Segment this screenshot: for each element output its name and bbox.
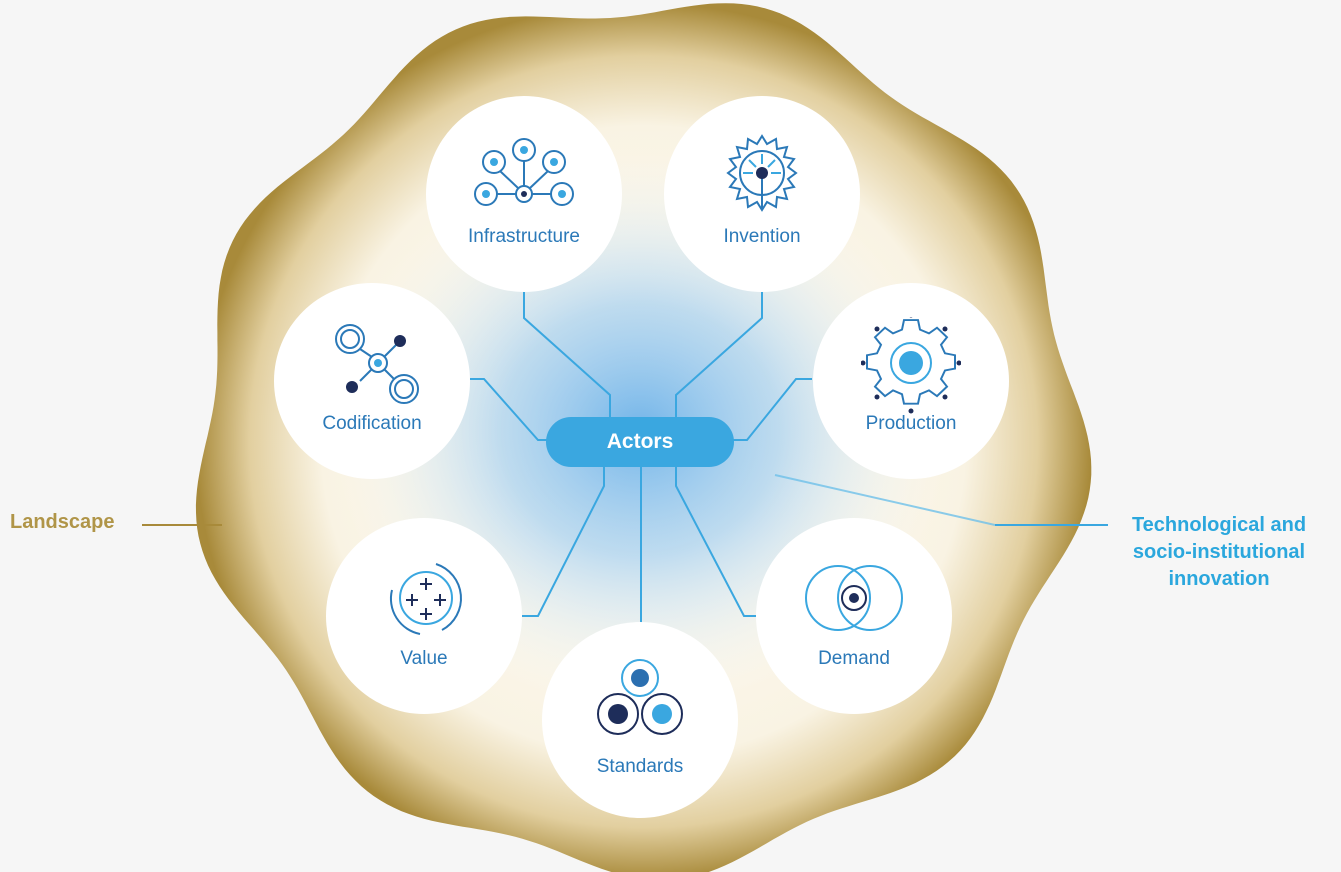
node-label: Value xyxy=(400,648,448,669)
innovation-line: socio-institutional xyxy=(1132,541,1306,563)
connector-innovation-glow xyxy=(774,474,996,526)
node-demand: Demand xyxy=(756,518,952,714)
node-standards: Standards xyxy=(542,622,738,818)
connectors xyxy=(142,290,812,640)
lightbulb-gear-icon xyxy=(712,130,812,230)
gear-icon xyxy=(861,317,961,417)
network-nodes-icon xyxy=(474,130,574,230)
node-label: Demand xyxy=(818,648,890,669)
node-label: Production xyxy=(865,413,957,434)
innovation-line: innovation xyxy=(1168,568,1270,590)
connector-demand xyxy=(675,462,760,617)
innovation-line: Technological and xyxy=(1131,514,1307,536)
node-label: Codification xyxy=(322,413,422,434)
node-codification: Codification xyxy=(274,283,470,479)
node-value: Value xyxy=(326,518,522,714)
connector-codification xyxy=(470,378,552,441)
plus-circle-icon xyxy=(374,552,474,652)
node-infrastructure: Infrastructure xyxy=(426,96,622,292)
overlapping-circles-icon xyxy=(804,552,904,652)
node-label: Infrastructure xyxy=(468,226,580,247)
linked-circles-icon xyxy=(322,317,422,417)
innovation-label: Technological and socio-institutional in… xyxy=(1104,512,1334,593)
landscape-label: Landscape xyxy=(10,511,115,533)
node-label: Invention xyxy=(723,226,801,247)
connector-production xyxy=(732,378,812,441)
actors-pill: Actors xyxy=(546,417,734,467)
connector-value xyxy=(522,462,605,617)
node-invention: Invention xyxy=(664,96,860,292)
connector-invention xyxy=(675,290,763,422)
three-circles-icon xyxy=(590,656,690,756)
node-label: Standards xyxy=(596,756,684,777)
node-production: Production xyxy=(813,283,1009,479)
connector-infrastructure xyxy=(523,290,611,422)
